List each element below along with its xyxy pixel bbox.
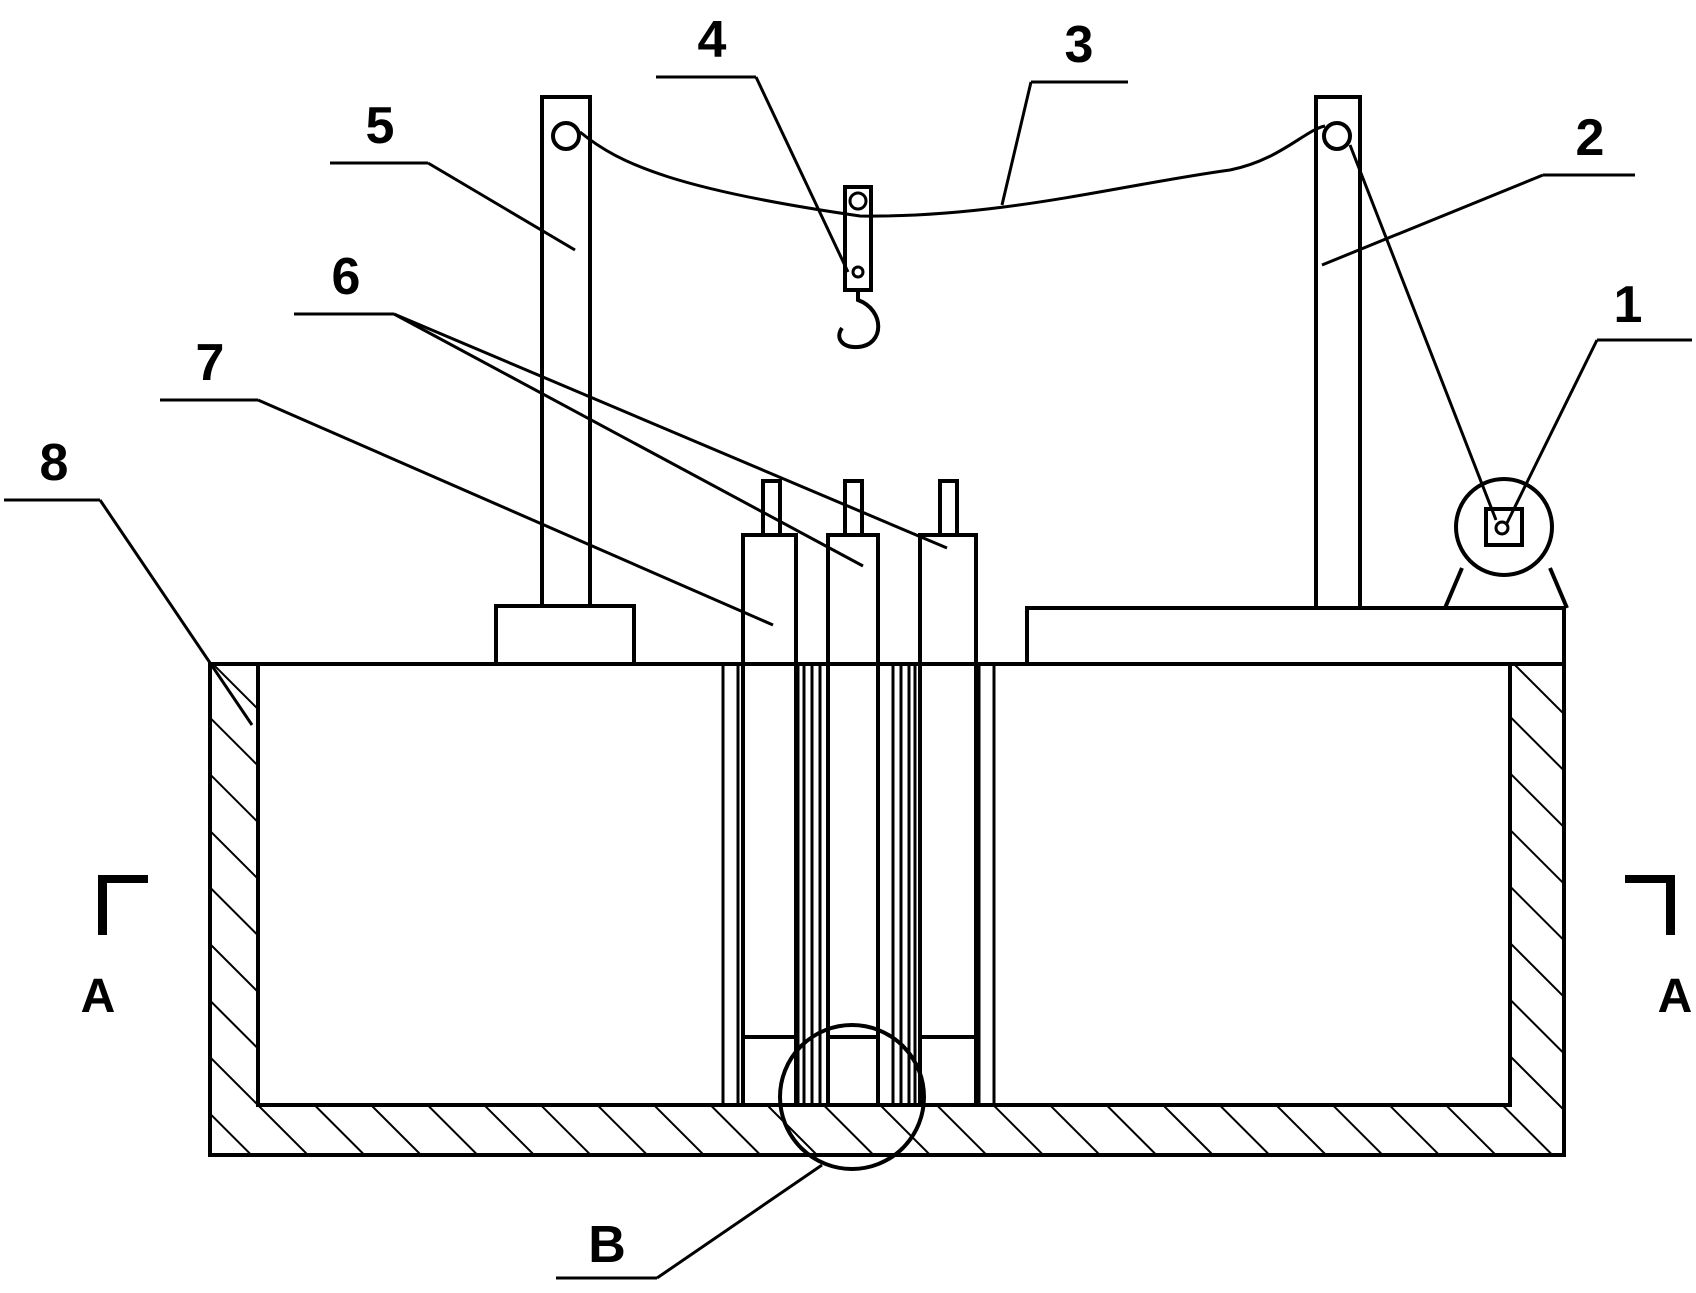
callout-label-b: B bbox=[588, 1216, 626, 1274]
tank-inner-outline bbox=[256, 664, 1512, 1107]
pile-left bbox=[741, 479, 798, 1107]
hook bbox=[837, 185, 881, 350]
callout-label-1: 1 bbox=[1614, 276, 1643, 334]
left-base-plate bbox=[494, 604, 636, 666]
callout-label-7: 7 bbox=[196, 334, 225, 392]
pile-middle bbox=[826, 479, 880, 1107]
winch bbox=[1443, 477, 1569, 609]
pile-right bbox=[918, 479, 978, 1107]
tank bbox=[208, 662, 1566, 1157]
detail-circle-b bbox=[778, 1023, 926, 1171]
right-deck-plate bbox=[1025, 606, 1566, 666]
callout-label-5: 5 bbox=[366, 97, 395, 155]
cable-to-winch bbox=[1348, 144, 1498, 521]
callout-label-4: 4 bbox=[698, 11, 727, 69]
callout-label-6: 6 bbox=[332, 248, 361, 306]
callout-label-3: 3 bbox=[1065, 16, 1094, 74]
section-mark-right bbox=[1625, 875, 1675, 935]
tank-wall-hatched bbox=[210, 664, 1564, 1155]
cable bbox=[579, 124, 1326, 218]
leader-lines bbox=[4, 75, 1692, 1280]
callout-label-2: 2 bbox=[1576, 109, 1605, 167]
tank-outer-outline bbox=[208, 662, 1566, 1157]
callout-label-8: 8 bbox=[40, 434, 69, 492]
section-mark-left bbox=[98, 875, 148, 935]
section-label-right: A bbox=[1658, 970, 1693, 1023]
section-label-left: A bbox=[81, 970, 116, 1023]
right-post bbox=[1314, 95, 1362, 610]
left-post bbox=[540, 95, 592, 608]
